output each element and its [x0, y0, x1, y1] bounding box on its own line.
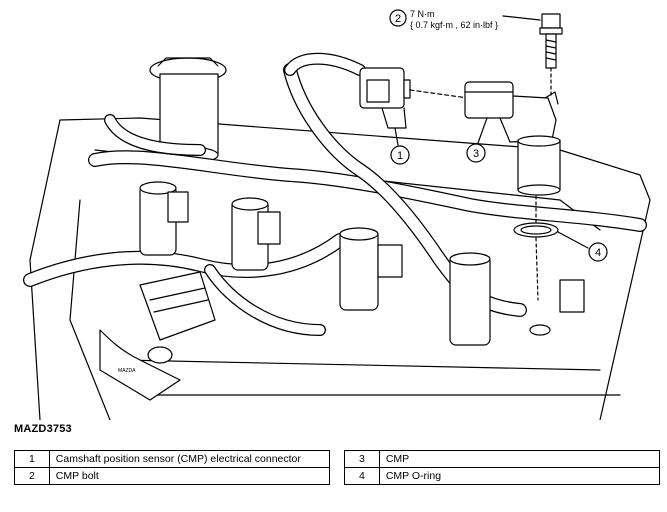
- callout-3: [466, 117, 488, 163]
- callout-4: [557, 231, 608, 262]
- coil-connectors: [167, 191, 585, 313]
- table-row: 2 CMP bolt: [14, 467, 331, 485]
- legend-text: CMP O-ring: [378, 467, 661, 485]
- callout-2-label: 2: [395, 13, 401, 25]
- legend-table-left: 1 Camshaft position sensor (CMP) electri…: [14, 450, 331, 485]
- legend-text: CMP: [378, 450, 661, 468]
- ignition-coils: [139, 181, 491, 346]
- svg-text:MAZDA: MAZDA: [118, 368, 136, 374]
- table-row: 1 Camshaft position sensor (CMP) electri…: [14, 450, 331, 468]
- legend-num: 1: [14, 450, 50, 468]
- legend-num: 2: [14, 467, 50, 485]
- callout-2: [389, 9, 541, 27]
- legend-text: Camshaft position sensor (CMP) electrica…: [48, 450, 331, 468]
- alignment-dash-line: [409, 89, 469, 99]
- table-row: 4 CMP O-ring: [344, 467, 661, 485]
- legend-text: CMP bolt: [48, 467, 331, 485]
- torque-value-nm: 7 N·m: [410, 9, 435, 19]
- legend-num: 3: [344, 450, 380, 468]
- callout-1-label: 1: [397, 150, 403, 162]
- cmp-sensor: [464, 81, 561, 196]
- figure-code: MAZD3753: [14, 423, 72, 435]
- harness-connector-lower-left: MAZDA: [99, 271, 216, 401]
- callout-1: [390, 127, 410, 165]
- cmp-electrical-connector: [359, 67, 411, 129]
- oil-filler-cap: [149, 57, 227, 164]
- torque-value-alt: { 0.7 kgf·m , 62 in·lbf }: [410, 20, 499, 30]
- cmp-bolt: [539, 13, 563, 97]
- cmp-o-ring: [513, 195, 559, 336]
- legend-table-right: 3 CMP 4 CMP O-ring: [344, 450, 661, 485]
- legend-num: 4: [344, 467, 380, 485]
- callout-3-label: 3: [473, 148, 479, 160]
- torque-spec: 7 N·m { 0.7 kgf·m , 62 in·lbf }: [410, 9, 498, 31]
- callout-4-label: 4: [595, 247, 601, 259]
- table-row: 3 CMP: [344, 450, 661, 468]
- engine-illustration: MAZDA: [23, 9, 651, 420]
